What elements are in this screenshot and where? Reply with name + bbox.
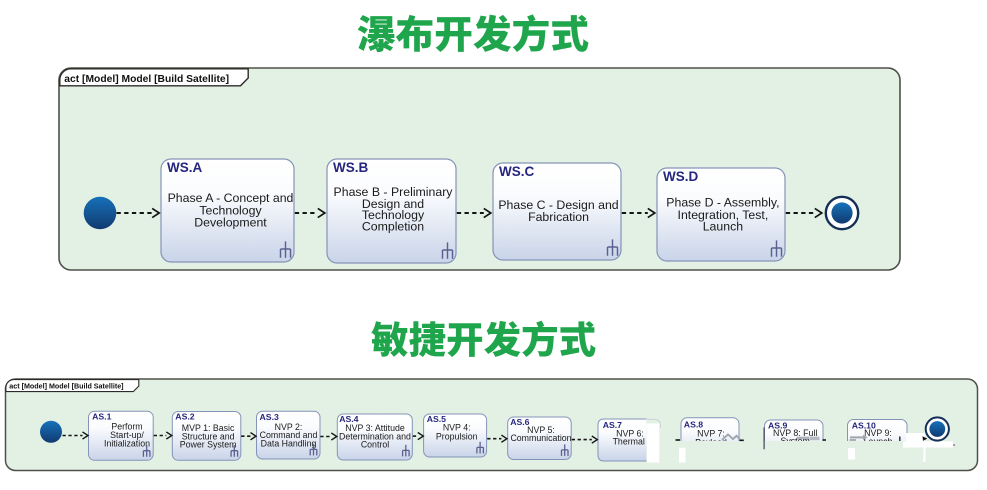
svg-text:Control: Control <box>361 440 389 450</box>
svg-text:Initialization: Initialization <box>104 439 150 449</box>
svg-text:Start-up/: Start-up/ <box>110 430 144 440</box>
svg-text:Power System: Power System <box>180 440 237 450</box>
svg-text:AS.5: AS.5 <box>427 414 446 424</box>
svg-text:NVP 8: Full: NVP 8: Full <box>773 428 817 438</box>
svg-text:NVP 5:: NVP 5: <box>527 425 555 435</box>
svg-text:Perform: Perform <box>111 422 142 432</box>
svg-text:Design and: Design and <box>362 197 424 211</box>
svg-text:Completion: Completion <box>362 220 424 234</box>
svg-text:Data Handling: Data Handling <box>261 439 317 449</box>
svg-text:Launch: Launch <box>703 219 744 233</box>
svg-text:AS.9: AS.9 <box>768 420 787 430</box>
svg-text:MVP 1: Basic: MVP 1: Basic <box>182 423 235 433</box>
svg-text:Integration, Test,: Integration, Test, <box>678 208 769 222</box>
svg-text:AS.1: AS.1 <box>92 412 111 422</box>
svg-text:AS.7: AS.7 <box>603 420 622 430</box>
svg-text:act [Model] Model [Build Satel: act [Model] Model [Build Satellite] <box>9 383 123 391</box>
svg-text:Structure and: Structure and <box>182 431 235 441</box>
svg-text:NVP 2:: NVP 2: <box>275 422 303 432</box>
svg-text:NVP 7:: NVP 7: <box>697 428 725 438</box>
svg-text:Phase A - Concept and: Phase A - Concept and <box>168 191 294 205</box>
svg-text:Phase B - Preliminary: Phase B - Preliminary <box>334 185 454 199</box>
svg-text:act [Model] Model [Build Satel: act [Model] Model [Build Satellite] <box>64 74 229 85</box>
svg-text:AS.8: AS.8 <box>684 420 703 430</box>
svg-text:NVP 9:: NVP 9: <box>864 428 892 438</box>
svg-text:AS.10: AS.10 <box>852 421 876 431</box>
svg-text:NVP 4:: NVP 4: <box>443 423 471 433</box>
svg-text:Technology: Technology <box>199 204 262 218</box>
svg-text:NVP 3: Attitude: NVP 3: Attitude <box>345 423 405 433</box>
svg-text:NVP 6:: NVP 6: <box>616 429 644 439</box>
svg-text:Phase C - Design and: Phase C - Design and <box>498 198 618 212</box>
svg-text:Command and: Command and <box>260 430 318 440</box>
svg-text:AS.4: AS.4 <box>339 414 358 424</box>
svg-text:WS.B: WS.B <box>333 160 368 175</box>
svg-text:Communication: Communication <box>510 433 571 443</box>
svg-text:WS.C: WS.C <box>499 164 534 179</box>
svg-text:AS.3: AS.3 <box>260 412 279 422</box>
svg-text:WS.D: WS.D <box>663 169 698 184</box>
svg-text:Phase D - Assembly,: Phase D - Assembly, <box>666 196 779 210</box>
svg-text:Thermal: Thermal <box>613 436 645 446</box>
svg-text:Propulsion: Propulsion <box>436 432 478 442</box>
svg-text:Determination and: Determination and <box>339 431 411 441</box>
svg-text:Fabrication: Fabrication <box>528 210 589 224</box>
svg-text:AS.6: AS.6 <box>510 417 529 427</box>
svg-text:AS.2: AS.2 <box>175 412 194 422</box>
svg-text:Development: Development <box>194 216 267 230</box>
svg-text:WS.A: WS.A <box>167 160 202 175</box>
svg-text:Technology: Technology <box>362 208 425 222</box>
